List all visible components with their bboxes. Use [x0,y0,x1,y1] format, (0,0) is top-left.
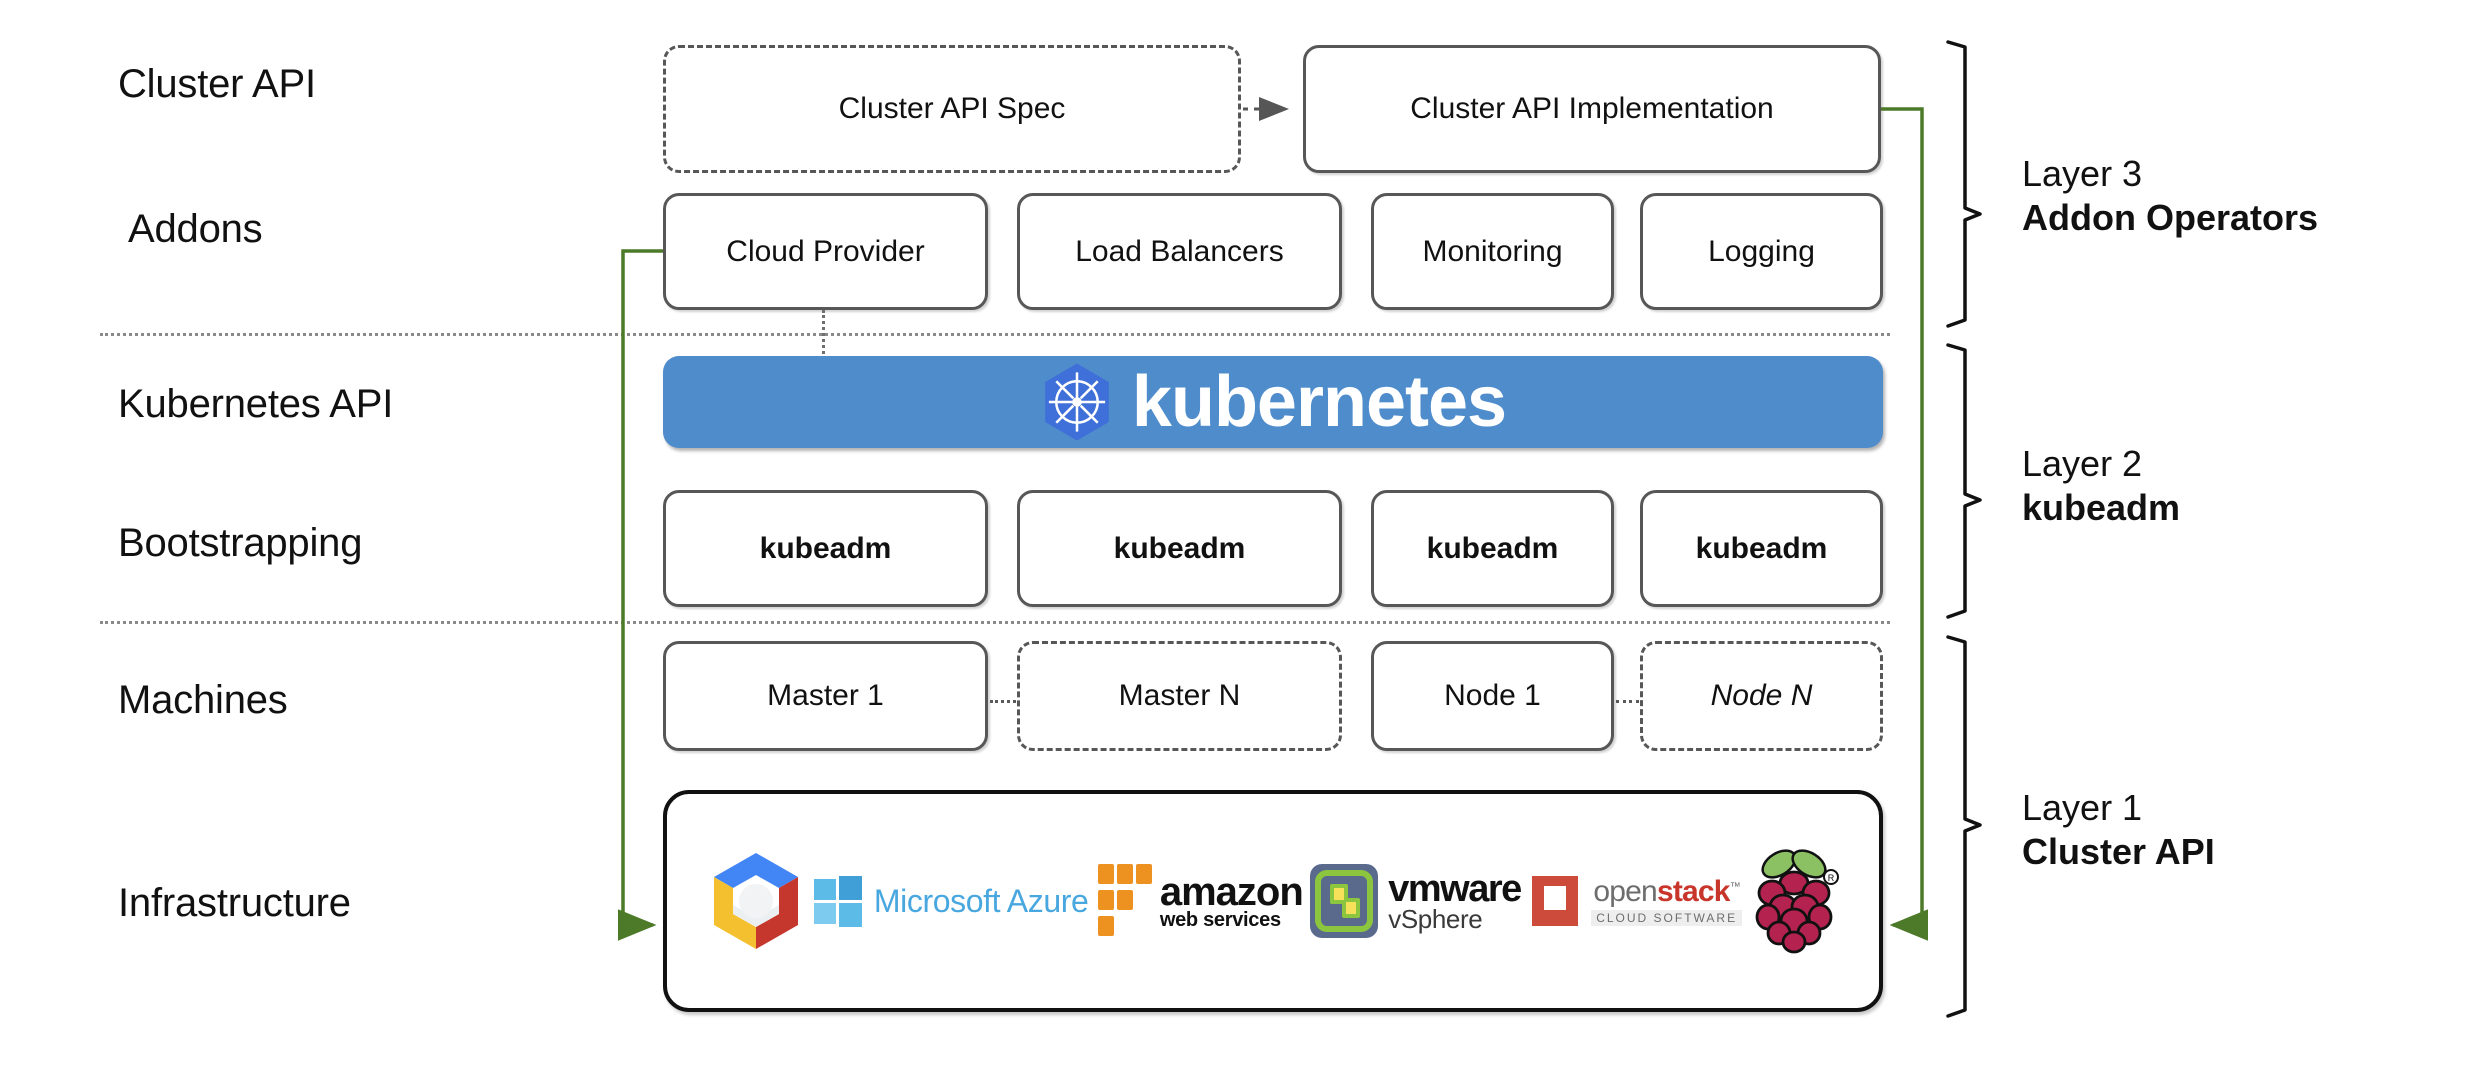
vmware-vsphere-logo: vmware vSphere [1308,862,1522,940]
box-label: kubeadm [1113,531,1246,565]
box-cluster-api-implementation[interactable]: Cluster API Implementation [1303,45,1881,173]
box-kubeadm-2[interactable]: kubeadm [1017,490,1342,607]
box-label: Monitoring [1422,234,1563,268]
box-label: Node N [1710,679,1813,712]
box-label: Cluster API Spec [838,92,1066,125]
openstack-logo: openstack™ CLOUD SOFTWARE [1526,870,1743,932]
arrow-cloud-provider-to-infrastructure [618,249,663,941]
box-label: Master N [1118,679,1241,712]
connector-node1-noden [1616,700,1639,703]
svg-text:R: R [1827,873,1834,883]
box-kubeadm-3[interactable]: kubeadm [1371,490,1614,607]
row-label-kubernetes-api: Kubernetes API [118,382,394,426]
kubernetes-wordmark: kubernetes [1131,362,1507,442]
box-master-1[interactable]: Master 1 [663,641,988,751]
layer-1-top: Layer 1 [2022,787,2143,828]
row-label-bootstrapping: Bootstrapping [118,521,363,565]
layer-label-3: Layer 3 Addon Operators [2022,152,2318,240]
amazon-web-services-logo: amazon web services [1094,862,1304,940]
layer-2-top: Layer 2 [2022,443,2143,484]
openstack-wordmark: openstack™ [1593,874,1740,908]
layer-label-1: Layer 1 Cluster API [2022,786,2215,874]
box-kubeadm-1[interactable]: kubeadm [663,490,988,607]
connector-cloud-provider-to-kubernetes [822,310,825,360]
box-label: Cloud Provider [726,234,925,268]
box-label: Cluster API Implementation [1410,92,1774,125]
box-label: Node 1 [1444,679,1541,712]
layer-1-bottom: Cluster API [2022,830,2215,872]
layer-3-top: Layer 3 [2022,153,2143,194]
divider-layer2-layer1 [100,621,1890,624]
row-label-infrastructure: Infrastructure [118,881,351,925]
microsoft-azure-logo: Microsoft Azure [812,875,1089,927]
microsoft-azure-label: Microsoft Azure [873,882,1089,919]
box-addon-cloud-provider[interactable]: Cloud Provider [663,193,988,310]
row-label-machines: Machines [118,678,288,722]
layer-label-2: Layer 2 kubeadm [2022,442,2180,530]
box-master-n[interactable]: Master N [1017,641,1342,751]
box-kubeadm-4[interactable]: kubeadm [1640,490,1883,607]
layer-2-bottom: kubeadm [2022,486,2181,528]
box-label: kubeadm [1695,531,1828,565]
google-cloud-platform-logo [706,850,806,952]
vsphere-label: vSphere [1388,903,1483,934]
layer-3-bottom: Addon Operators [2022,196,2319,238]
infrastructure-logo-strip: Microsoft Azure amazon web serv [667,794,1879,1008]
raspberry-pi-logo: R [1748,847,1840,955]
bracket-layer-1 [1946,635,1982,1018]
vmware-vsphere-text: vmware vSphere [1388,867,1522,934]
box-label: Master 1 [767,679,884,712]
divider-layer3-layer2 [100,333,1890,336]
kubernetes-helm-wheel-icon [1040,362,1114,442]
bracket-layer-3 [1946,40,1982,328]
row-label-addons: Addons [128,207,263,251]
web-services-label: web services [1159,908,1281,931]
connector-master1-mastern [990,700,1016,703]
vmware-label: vmware [1388,867,1522,910]
box-label: kubeadm [1426,531,1559,565]
box-addon-load-balancers[interactable]: Load Balancers [1017,193,1342,310]
box-node-1[interactable]: Node 1 [1371,641,1614,751]
openstack-text: openstack™ CLOUD SOFTWARE [1591,874,1743,926]
box-cluster-api-spec[interactable]: Cluster API Spec [663,45,1241,173]
box-label: kubeadm [759,531,892,565]
amazon-label: amazon [1159,869,1304,914]
box-addon-monitoring[interactable]: Monitoring [1371,193,1614,310]
amazon-web-services-text: amazon web services [1159,869,1304,931]
arrow-implementation-to-infrastructure [1881,107,1928,941]
box-infrastructure[interactable]: Microsoft Azure amazon web serv [663,790,1883,1012]
openstack-tagline: CLOUD SOFTWARE [1591,909,1743,926]
kubernetes-api-banner[interactable]: kubernetes [663,356,1883,448]
box-addon-logging[interactable]: Logging [1640,193,1883,310]
bracket-layer-2 [1946,343,1982,619]
box-label: Logging [1708,234,1815,268]
box-label: Load Balancers [1075,234,1284,268]
box-node-n[interactable]: Node N [1640,641,1883,751]
row-label-cluster-api: Cluster API [118,62,316,106]
